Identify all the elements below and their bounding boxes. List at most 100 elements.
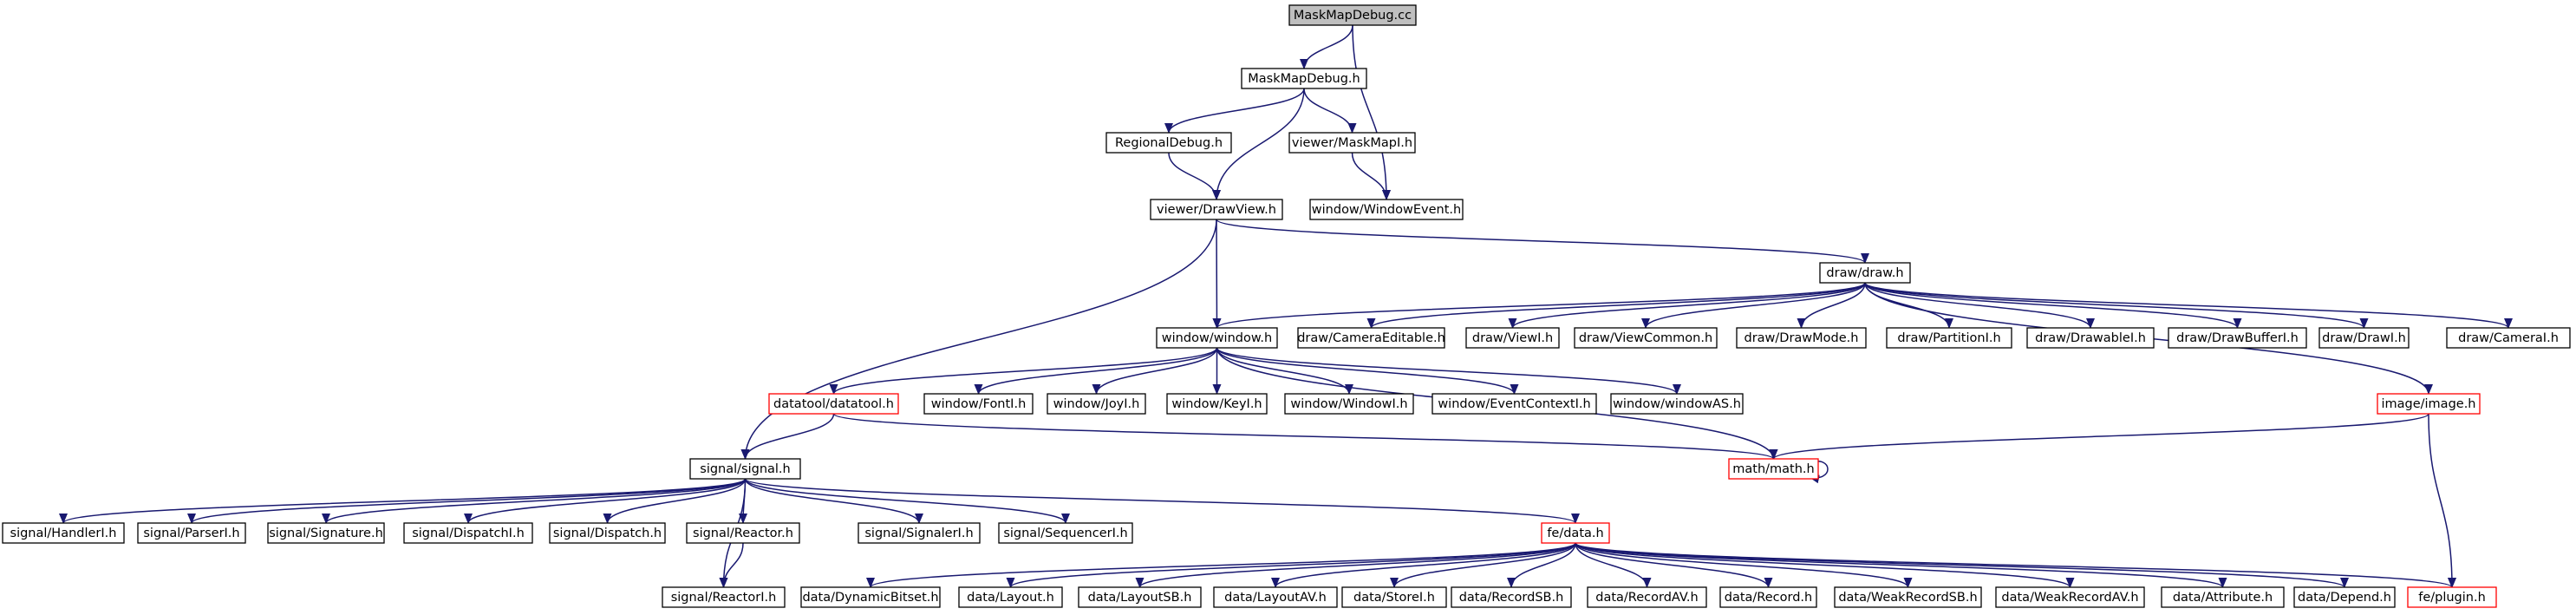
graph-node[interactable]: signal/ParserI.h [137, 522, 246, 544]
node-box[interactable] [1431, 393, 1597, 415]
node-box[interactable] [1309, 199, 1464, 220]
graph-node[interactable]: draw/ViewI.h [1465, 327, 1560, 349]
graph-node[interactable]: window/KeyI.h [1166, 393, 1268, 415]
graph-node[interactable]: draw/DrawMode.h [1736, 327, 1867, 349]
graph-node[interactable]: image/image.h [2377, 393, 2481, 415]
node-box[interactable] [1541, 522, 1610, 544]
graph-node[interactable]: data/LayoutSB.h [1078, 586, 1202, 608]
node-box[interactable] [1297, 327, 1445, 349]
graph-node[interactable]: data/Attribute.h [2161, 586, 2285, 608]
node-box[interactable] [1166, 393, 1268, 415]
graph-node[interactable]: draw/DrawableI.h [2026, 327, 2155, 349]
graph-node[interactable]: signal/signal.h [689, 458, 801, 480]
graph-node[interactable]: fe/data.h [1541, 522, 1610, 544]
node-box[interactable] [1078, 586, 1202, 608]
node-box[interactable] [1284, 393, 1414, 415]
node-box[interactable] [2318, 327, 2410, 349]
node-box[interactable] [686, 522, 800, 544]
graph-node[interactable]: draw/DrawBufferI.h [2168, 327, 2307, 349]
node-box[interactable] [2, 522, 125, 544]
graph-node[interactable]: data/StoreI.h [1341, 586, 1447, 608]
graph-node[interactable]: math/math.h [1728, 458, 1819, 480]
graph-node[interactable]: data/Depend.h [2293, 586, 2396, 608]
node-box[interactable] [858, 522, 981, 544]
graph-node[interactable]: data/Layout.h [958, 586, 1063, 608]
graph-node[interactable]: window/EventContextI.h [1431, 393, 1597, 415]
node-box[interactable] [137, 522, 246, 544]
graph-node[interactable]: signal/SequencerI.h [998, 522, 1133, 544]
graph-node[interactable]: signal/Dispatch.h [549, 522, 666, 544]
node-box[interactable] [2377, 393, 2481, 415]
graph-node[interactable]: signal/ReactorI.h [662, 586, 786, 608]
graph-node[interactable]: window/WindowI.h [1284, 393, 1414, 415]
graph-node[interactable]: signal/HandlerI.h [2, 522, 125, 544]
node-box[interactable] [1288, 132, 1416, 154]
graph-node[interactable]: data/RecordAV.h [1587, 586, 1707, 608]
node-box[interactable] [1105, 132, 1232, 154]
node-box[interactable] [1451, 586, 1572, 608]
node-box[interactable] [1156, 327, 1278, 349]
graph-node[interactable]: data/DynamicBitset.h [800, 586, 941, 608]
graph-node[interactable]: data/LayoutAV.h [1213, 586, 1338, 608]
node-box[interactable] [662, 586, 786, 608]
node-box[interactable] [549, 522, 666, 544]
node-box[interactable] [1574, 327, 1718, 349]
graph-node[interactable]: signal/Signature.h [267, 522, 385, 544]
graph-node[interactable]: draw/draw.h [1819, 262, 1911, 284]
node-box[interactable] [1047, 393, 1146, 415]
node-box[interactable] [2446, 327, 2571, 349]
node-box[interactable] [1150, 199, 1283, 220]
graph-node[interactable]: data/WeakRecordSB.h [1834, 586, 1982, 608]
graph-node[interactable]: MaskMapDebug.h [1241, 68, 1367, 89]
graph-node[interactable]: window/window.h [1156, 327, 1278, 349]
graph-node[interactable]: window/WindowEvent.h [1309, 199, 1464, 220]
graph-node[interactable]: signal/SignalerI.h [858, 522, 981, 544]
graph-node[interactable]: draw/ViewCommon.h [1574, 327, 1718, 349]
node-box[interactable] [923, 393, 1034, 415]
node-box[interactable] [1834, 586, 1982, 608]
graph-node[interactable]: datatool/datatool.h [768, 393, 899, 415]
node-box[interactable] [403, 522, 533, 544]
graph-node[interactable]: window/JoyI.h [1047, 393, 1146, 415]
graph-node[interactable]: viewer/MaskMapI.h [1288, 132, 1416, 154]
node-box[interactable] [2168, 327, 2307, 349]
node-box[interactable] [1610, 393, 1744, 415]
node-box[interactable] [1728, 458, 1819, 480]
graph-node[interactable]: data/Record.h [1719, 586, 1817, 608]
graph-node[interactable]: window/windowAS.h [1610, 393, 1744, 415]
node-box[interactable] [1213, 586, 1338, 608]
graph-node[interactable]: draw/PartitionI.h [1886, 327, 2012, 349]
graph-node[interactable]: MaskMapDebug.cc [1288, 4, 1417, 26]
node-box[interactable] [1341, 586, 1447, 608]
node-box[interactable] [1995, 586, 2145, 608]
node-box[interactable] [267, 522, 385, 544]
graph-node[interactable]: fe/plugin.h [2407, 586, 2497, 608]
graph-node[interactable]: window/FontI.h [923, 393, 1034, 415]
node-box[interactable] [1886, 327, 2012, 349]
node-box[interactable] [2161, 586, 2285, 608]
graph-node[interactable]: signal/DispatchI.h [403, 522, 533, 544]
node-box[interactable] [1241, 68, 1367, 89]
graph-node[interactable]: data/WeakRecordAV.h [1995, 586, 2145, 608]
node-box[interactable] [2293, 586, 2396, 608]
node-box[interactable] [1719, 586, 1817, 608]
node-box[interactable] [689, 458, 801, 480]
node-box[interactable] [998, 522, 1133, 544]
graph-node[interactable]: RegionalDebug.h [1105, 132, 1232, 154]
graph-node[interactable]: draw/CameraEditable.h [1297, 327, 1445, 349]
graph-node[interactable]: data/RecordSB.h [1451, 586, 1572, 608]
node-box[interactable] [1736, 327, 1867, 349]
graph-node[interactable]: draw/CameraI.h [2446, 327, 2571, 349]
node-box[interactable] [2407, 586, 2497, 608]
graph-node[interactable]: signal/Reactor.h [686, 522, 800, 544]
node-box[interactable] [800, 586, 941, 608]
node-box[interactable] [1465, 327, 1560, 349]
node-box[interactable] [1288, 4, 1417, 26]
node-box[interactable] [2026, 327, 2155, 349]
node-box[interactable] [768, 393, 899, 415]
graph-node[interactable]: draw/DrawI.h [2318, 327, 2410, 349]
node-box[interactable] [958, 586, 1063, 608]
graph-node[interactable]: viewer/DrawView.h [1150, 199, 1283, 220]
node-box[interactable] [1587, 586, 1707, 608]
node-box[interactable] [1819, 262, 1911, 284]
